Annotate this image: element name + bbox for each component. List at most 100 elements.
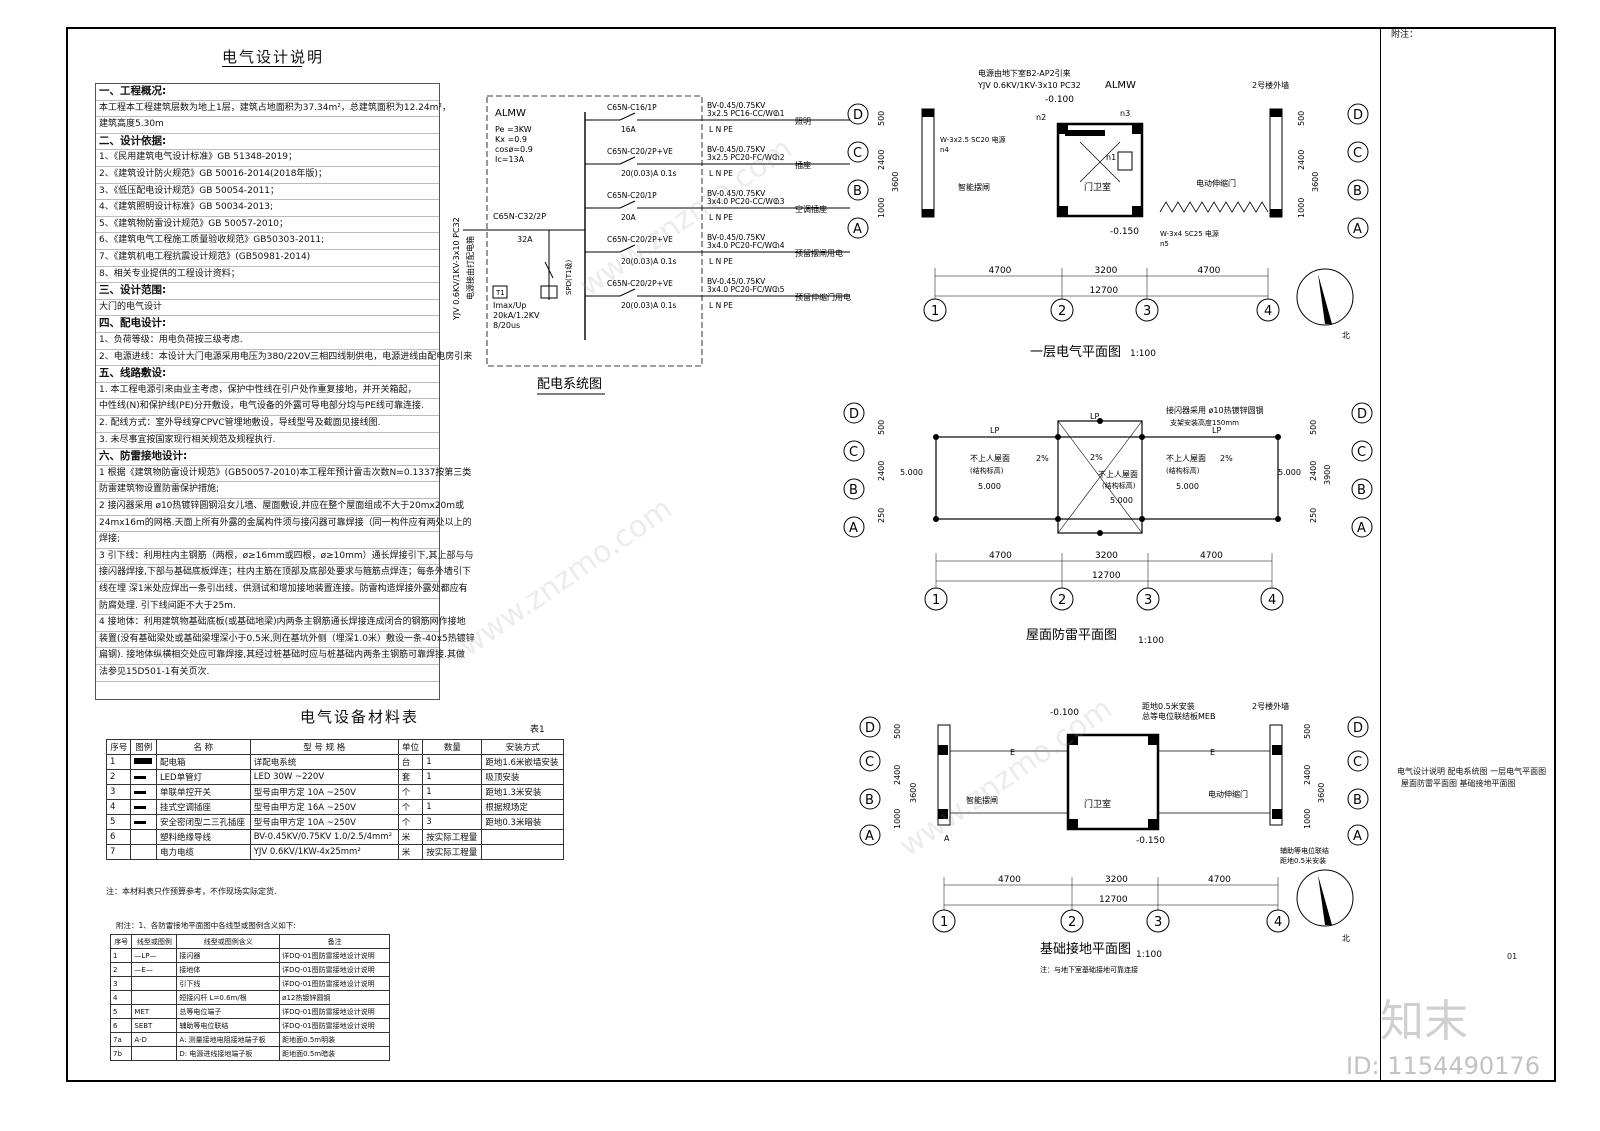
materials-header-cell: 型 号 规 格 — [249, 739, 399, 755]
circuit-pipe: 3x4.0 PC20-FC/WC — [707, 285, 777, 294]
roof-mid-slope: 2% — [1090, 453, 1103, 462]
axis-label: C — [865, 755, 874, 770]
dimension-text: 4700 — [1198, 266, 1221, 276]
axis-bubble — [1347, 750, 1369, 772]
notes-line: 建筑高度5.30m — [96, 117, 439, 134]
axis-label: 2 — [1068, 915, 1076, 930]
vertical-dimension: 2400 — [877, 150, 886, 170]
roof-right-label: 不上人屋面 — [1166, 454, 1206, 463]
roof-left-slope: 2% — [1036, 454, 1049, 463]
right-pier — [1269, 108, 1283, 218]
circuit-switch — [619, 112, 636, 121]
drawing-names-2: 屋面防雷平面图 基础接地平面图 — [1401, 779, 1516, 788]
notes-title-underline — [222, 66, 302, 67]
vertical-dimension: 1000 — [877, 198, 886, 218]
down-conductor-point — [1097, 530, 1103, 536]
circuit-breaker: C65N-C20/2P+VE — [607, 279, 673, 288]
materials-cell — [130, 844, 157, 860]
notes-line: 2、电源进线：本设计大门电源采用电压为380/220V三相四线制供电，电源进线由… — [96, 350, 472, 367]
roof-left-struct: (结构标高) — [970, 466, 1004, 475]
north-arrow-circle — [1296, 869, 1354, 927]
plan1-panel: ALMW — [1105, 80, 1136, 91]
axis-bubble — [1050, 298, 1074, 322]
notes-line: 5、《建筑物防雷设计规范》GB 50057-2010； — [96, 217, 439, 234]
legend-cell: 接闪器 — [176, 948, 281, 963]
legend-cell — [131, 1046, 178, 1061]
axis-label: C — [1353, 146, 1362, 161]
right-pier-top — [1270, 109, 1282, 117]
vertical-dimension: 3600 — [1311, 172, 1320, 192]
spd-t1-box — [492, 285, 508, 299]
dimension-total: 12700 — [1090, 286, 1119, 296]
materials-cell — [130, 829, 157, 845]
spd-param-3: 20kA/1.2KV — [493, 311, 540, 320]
left-pier — [921, 108, 935, 218]
vertical-dimension: 1000 — [1297, 198, 1306, 218]
legend-cell: 5 — [109, 1004, 133, 1019]
plan3-sebt-h: 距地0.5米安装 — [1280, 856, 1326, 865]
materials-cell — [481, 829, 564, 845]
roof-left-elev: 5.000 — [978, 482, 1001, 491]
circuit-cable: BV-0.45/0.75KV — [707, 277, 766, 286]
materials-cell: 型号由甲方定 10A ~250V — [249, 784, 399, 800]
legend-cell: 2 — [109, 962, 133, 977]
main-rating: 32A — [517, 235, 533, 244]
axis-bubble — [1347, 788, 1369, 810]
plan3-meb-h: 距地0.5米安装 — [1142, 701, 1195, 711]
axis-label: A — [1357, 521, 1366, 536]
notes-title: 电气设计说明 — [222, 48, 325, 66]
legend-cell: 短接闪杆 L=0.6m/根 — [176, 990, 281, 1005]
wiring-2 — [1079, 141, 1121, 183]
legend-cell: 4 — [109, 990, 133, 1005]
materials-cell: 3 — [422, 814, 483, 830]
materials-cell: 1 — [422, 784, 483, 800]
plan3-title: 基础接地平面图 — [1040, 941, 1131, 957]
materials-cell: 2 — [105, 769, 132, 785]
axis-label: 2 — [1058, 593, 1066, 608]
materials-cell: 7 — [105, 844, 132, 860]
materials-cell: 套 — [397, 769, 424, 785]
circuit-pipe: 3x4.0 PC20-CC/WC — [707, 197, 778, 206]
legend-symbol-icon — [134, 776, 147, 779]
materials-cell: 3 — [105, 784, 132, 800]
vertical-dimension: 2400 — [1303, 765, 1312, 785]
materials-cell — [130, 754, 157, 770]
plan1-scale: 1:100 — [1130, 349, 1156, 359]
foundation-column — [1272, 745, 1282, 755]
materials-cell — [130, 769, 157, 785]
notes-line: 4 接地体：利用建筑物基础底板(或基础地梁)内两条主钢筋通长焊接连成闭合的钢筋网… — [96, 615, 466, 632]
axis-bubble — [1256, 298, 1280, 322]
notes-line: 7、《建筑机电工程抗震设计规范》(GB50981-2014) — [96, 250, 439, 267]
axis-label: 3 — [1143, 304, 1151, 319]
materials-cell: 1 — [422, 754, 483, 770]
axis-bubble — [1351, 516, 1373, 538]
plan3-level: -0.100 — [1050, 708, 1079, 718]
dimension-text: 3200 — [1095, 266, 1118, 276]
notes-line: 3. 未尽事宜按国家现行相关规范及规程执行. — [96, 433, 439, 450]
notes-line: 扁钢). 接地体纵横相交处应可靠焊接,其经过桩基础时应与桩基础内两条主钢筋可靠焊… — [96, 648, 465, 665]
circuit-id: n5 — [775, 285, 785, 294]
notes-line: 中性线(N)和保护线(PE)分开敷设，电气设备的外露可导电部分均与PE线可靠连接… — [96, 399, 439, 416]
vertical-dimension: 500 — [893, 724, 902, 739]
circuit-id: n2 — [775, 153, 785, 162]
axis-label: A — [849, 521, 858, 536]
notes-line: 1、《民用建筑电气设计标准》GB 51348-2019； — [96, 150, 439, 167]
notes-line: 1 根据《建筑物防雷设计规范》(GB50057-2010)本工程年预计雷击次数N… — [96, 466, 471, 483]
down-conductor-point — [933, 516, 939, 522]
left-pier — [937, 724, 951, 826]
materials-cell: 米 — [397, 844, 424, 860]
down-conductor-point — [1139, 434, 1145, 440]
materials-header-cell: 图例 — [130, 739, 157, 755]
axis-bubble — [1347, 824, 1369, 846]
lp-label-2: LP — [1212, 426, 1221, 435]
circuit-breaker: C65N-C20/1P — [607, 191, 657, 200]
notes-line: 3、《低压配电设计规范》GB 50054-2011； — [96, 184, 439, 201]
lp-label-3: LP — [1090, 412, 1099, 421]
plan1-wall: 2号楼外墙 — [1252, 80, 1289, 90]
vertical-dimension: 500 — [1303, 724, 1312, 739]
